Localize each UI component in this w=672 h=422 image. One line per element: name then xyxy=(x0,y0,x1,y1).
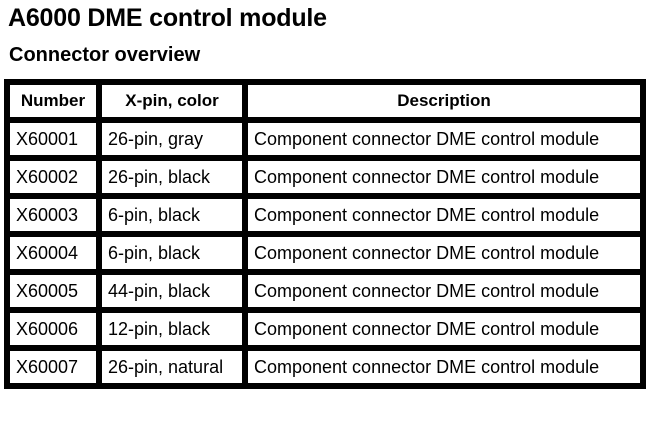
table-row: X60003 6-pin, black Component connector … xyxy=(7,196,643,234)
table-row: X60007 26-pin, natural Component connect… xyxy=(7,348,643,386)
cell-number: X60005 xyxy=(7,272,99,310)
cell-description: Component connector DME control module xyxy=(245,348,643,386)
cell-number: X60001 xyxy=(7,120,99,158)
table-row: X60004 6-pin, black Component connector … xyxy=(7,234,643,272)
table-row: X60005 44-pin, black Component connector… xyxy=(7,272,643,310)
cell-description: Component connector DME control module xyxy=(245,234,643,272)
cell-description: Component connector DME control module xyxy=(245,196,643,234)
cell-description: Component connector DME control module xyxy=(245,310,643,348)
cell-number: X60007 xyxy=(7,348,99,386)
cell-description: Component connector DME control module xyxy=(245,272,643,310)
column-header-description: Description xyxy=(245,82,643,120)
table-row: X60002 26-pin, black Component connector… xyxy=(7,158,643,196)
cell-pin-color: 6-pin, black xyxy=(99,234,245,272)
cell-pin-color: 12-pin, black xyxy=(99,310,245,348)
table-header-row: Number X-pin, color Description xyxy=(7,82,643,120)
connector-table: Number X-pin, color Description X60001 2… xyxy=(4,79,646,389)
column-header-number: Number xyxy=(7,82,99,120)
cell-description: Component connector DME control module xyxy=(245,158,643,196)
cell-description: Component connector DME control module xyxy=(245,120,643,158)
cell-number: X60004 xyxy=(7,234,99,272)
table-row: X60006 12-pin, black Component connector… xyxy=(7,310,643,348)
cell-number: X60006 xyxy=(7,310,99,348)
section-subtitle: Connector overview xyxy=(9,44,201,66)
cell-pin-color: 26-pin, black xyxy=(99,158,245,196)
cell-number: X60003 xyxy=(7,196,99,234)
cell-pin-color: 44-pin, black xyxy=(99,272,245,310)
cell-pin-color: 26-pin, gray xyxy=(99,120,245,158)
page-title: A6000 DME control module xyxy=(8,4,327,32)
cell-number: X60002 xyxy=(7,158,99,196)
table-row: X60001 26-pin, gray Component connector … xyxy=(7,120,643,158)
cell-pin-color: 6-pin, black xyxy=(99,196,245,234)
cell-pin-color: 26-pin, natural xyxy=(99,348,245,386)
column-header-pin-color: X-pin, color xyxy=(99,82,245,120)
